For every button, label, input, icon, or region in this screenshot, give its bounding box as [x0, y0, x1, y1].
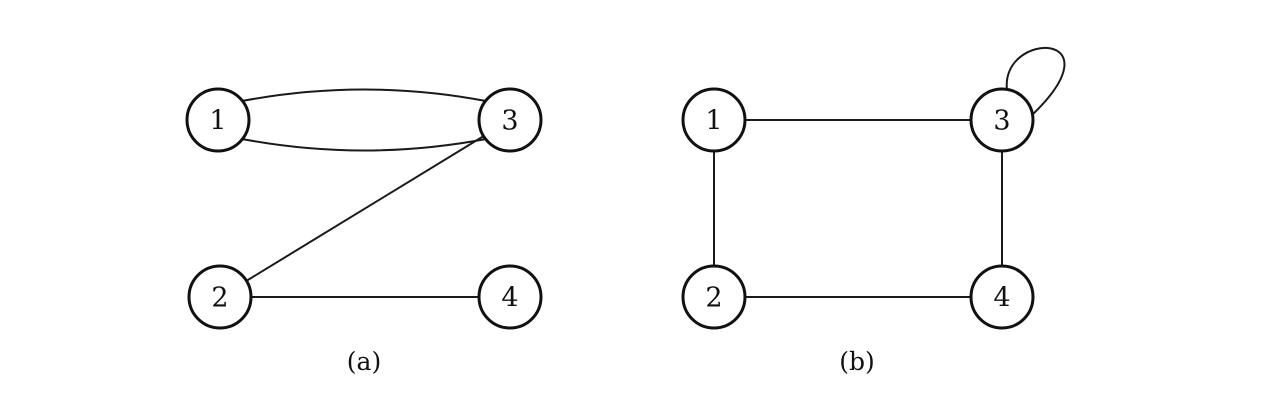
graph-a-node-4-circle	[477, 264, 543, 330]
graph-a-node-2-label: 2	[211, 283, 228, 314]
graph-a-node-3: 3	[477, 87, 543, 153]
graph-a-node-1-circle	[185, 87, 251, 153]
graph-a-edge-1-3-arc-down	[241, 138, 487, 152]
graph-a-node-1: 1	[185, 87, 251, 153]
graph-b-edge-3-3-loop	[1005, 46, 1066, 118]
graph-b-node-2: 2	[681, 264, 747, 330]
graph-b: 1 2 3 4 (b)	[681, 46, 1066, 376]
graph-b-node-1-label: 1	[705, 106, 722, 137]
graph-b-node-3: 3	[969, 87, 1035, 153]
graph-a-node-2: 2	[187, 264, 253, 330]
graph-b-edges	[713, 46, 1066, 298]
graph-b-caption: (b)	[839, 347, 875, 376]
graph-b-node-4: 4	[969, 264, 1035, 330]
graph-b-node-1-circle	[681, 87, 747, 153]
graph-a-node-4-label: 4	[501, 283, 518, 314]
graph-a-node-1-label: 1	[209, 106, 226, 137]
graph-a-nodes: 1 2 3 4	[185, 87, 543, 330]
graph-b-node-2-label: 2	[705, 283, 722, 314]
graph-a-node-3-label: 3	[501, 106, 518, 137]
graph-a: 1 2 3 4 (a)	[185, 87, 543, 376]
graph-a-caption: (a)	[347, 347, 381, 376]
graph-a-node-4: 4	[477, 264, 543, 330]
graph-b-nodes: 1 2 3 4	[681, 87, 1035, 330]
graph-b-node-1: 1	[681, 87, 747, 153]
graph-b-node-4-circle	[969, 264, 1035, 330]
graph-a-edge-2-3	[245, 135, 485, 282]
graph-b-node-2-circle	[681, 264, 747, 330]
graph-b-node-4-label: 4	[993, 283, 1010, 314]
graph-a-node-2-circle	[187, 264, 253, 330]
graph-b-node-3-circle	[969, 87, 1035, 153]
graph-b-node-3-label: 3	[993, 106, 1010, 137]
graph-a-edge-1-3-arc-up	[241, 88, 487, 102]
graph-a-edges	[241, 88, 487, 298]
graph-a-node-3-circle	[477, 87, 543, 153]
